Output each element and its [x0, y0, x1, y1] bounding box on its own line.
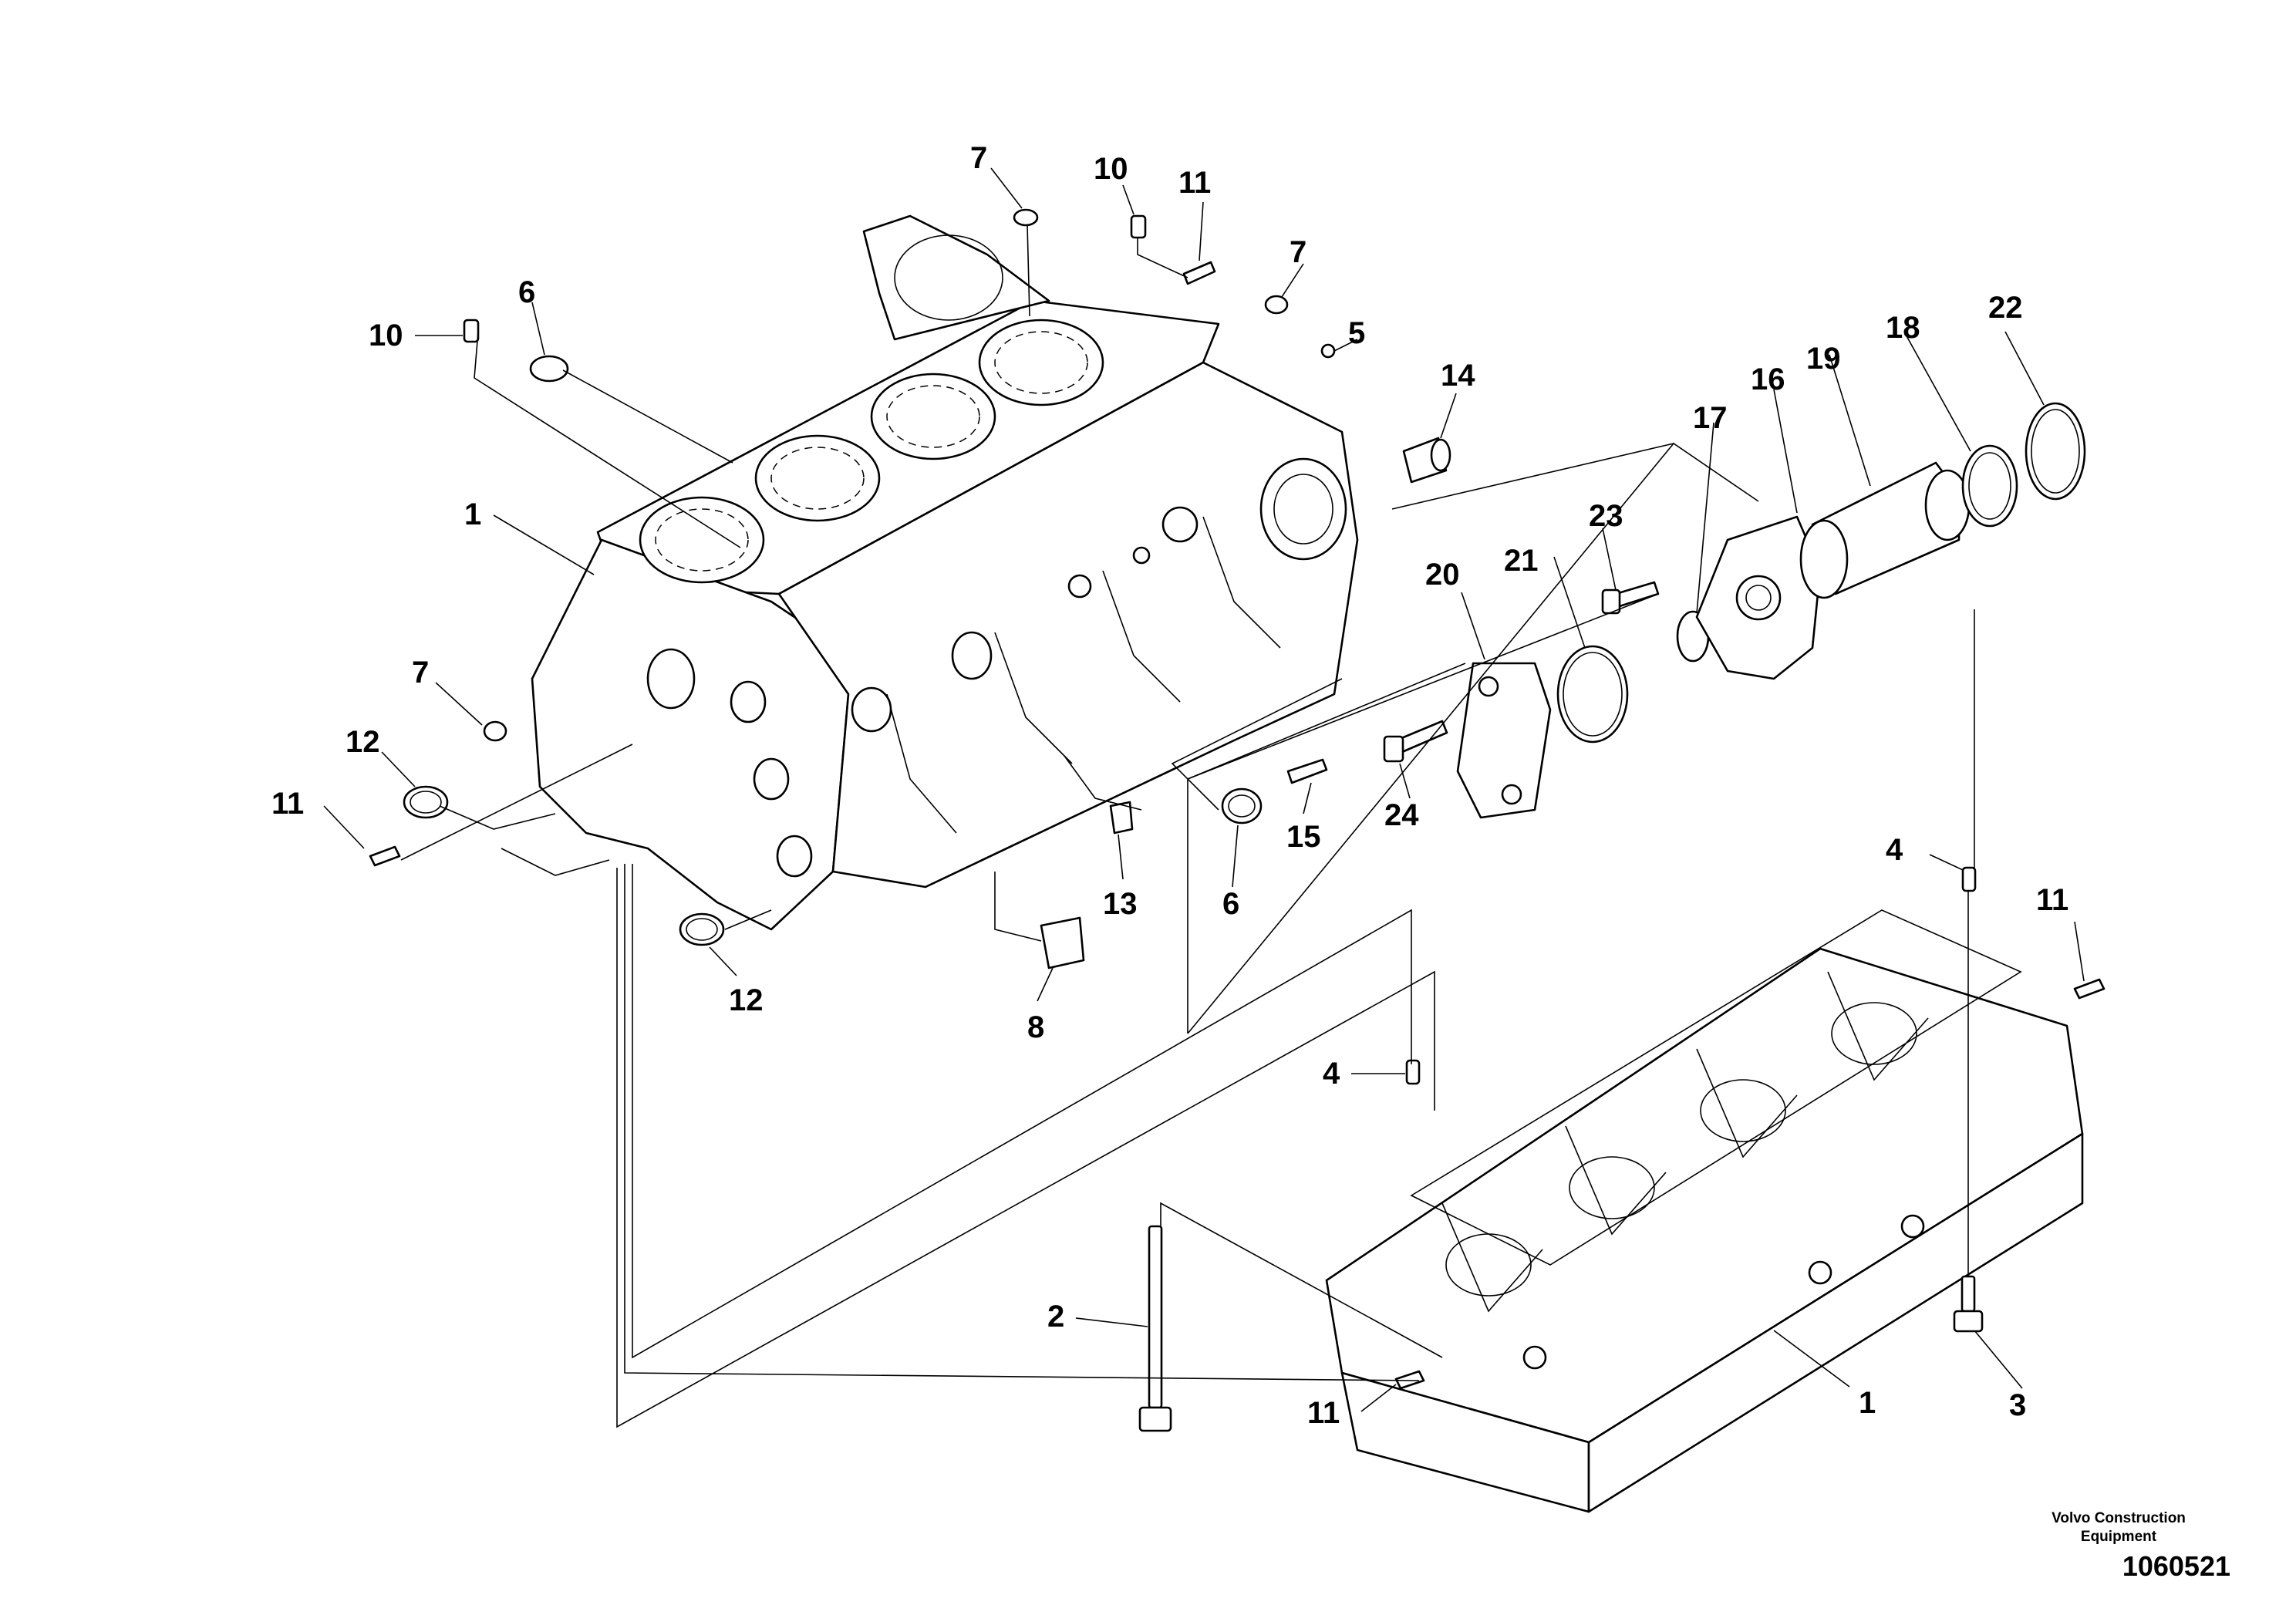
callout-7-top: 7 [970, 141, 987, 175]
callout-19: 19 [1806, 342, 1841, 376]
callout-12-left: 12 [346, 725, 380, 759]
callout-24: 24 [1384, 798, 1419, 832]
callout-14: 14 [1441, 359, 1475, 393]
callout-23: 23 [1589, 499, 1623, 533]
callout-18: 18 [1886, 311, 1920, 345]
callout-11-right: 11 [2036, 883, 2068, 917]
callout-8: 8 [1027, 1010, 1044, 1044]
callout-5: 5 [1348, 316, 1365, 350]
callout-1-frame: 1 [1859, 1386, 1876, 1420]
callout-6-right: 6 [1222, 887, 1239, 921]
callout-16: 16 [1751, 363, 1785, 396]
callout-20: 20 [1425, 558, 1460, 592]
assembly-lines [400, 224, 1975, 1428]
drawing-number: 1060521 [2122, 1550, 2230, 1582]
callout-7-upper-right: 7 [1290, 235, 1306, 269]
callout-4-right: 4 [1886, 833, 1903, 867]
callout-labels: 7 10 11 7 6 10 5 14 1 7 12 11 13 6 12 8 … [271, 141, 2068, 1430]
callout-1-block: 1 [464, 497, 481, 531]
seal-housing-assembly [1456, 402, 2086, 819]
cylinder-block [531, 214, 1359, 931]
callout-11-top: 11 [1178, 166, 1211, 200]
callout-17: 17 [1693, 401, 1728, 435]
callout-10-left: 10 [369, 319, 403, 352]
callout-11-left: 11 [271, 787, 304, 821]
callout-2: 2 [1047, 1300, 1064, 1334]
callout-4-middle: 4 [1323, 1057, 1340, 1091]
callout-15: 15 [1286, 820, 1321, 854]
company-name-line1: Volvo Construction [2052, 1510, 2186, 1526]
callout-13: 13 [1103, 887, 1138, 921]
callout-11-bottom: 11 [1307, 1396, 1340, 1430]
small-parts [369, 208, 2106, 1432]
callout-7-left: 7 [412, 656, 429, 690]
callout-6-upper-left: 6 [518, 275, 535, 309]
callout-12-bottom: 12 [729, 983, 764, 1017]
callout-21: 21 [1504, 544, 1539, 578]
bearing-ladder-frame [1325, 909, 2084, 1513]
company-name-line2: Equipment [2080, 1529, 2157, 1545]
callout-22: 22 [1988, 291, 2023, 325]
leader-lines [323, 167, 2085, 1412]
callout-10-top: 10 [1094, 152, 1128, 186]
callout-3: 3 [2009, 1388, 2026, 1422]
